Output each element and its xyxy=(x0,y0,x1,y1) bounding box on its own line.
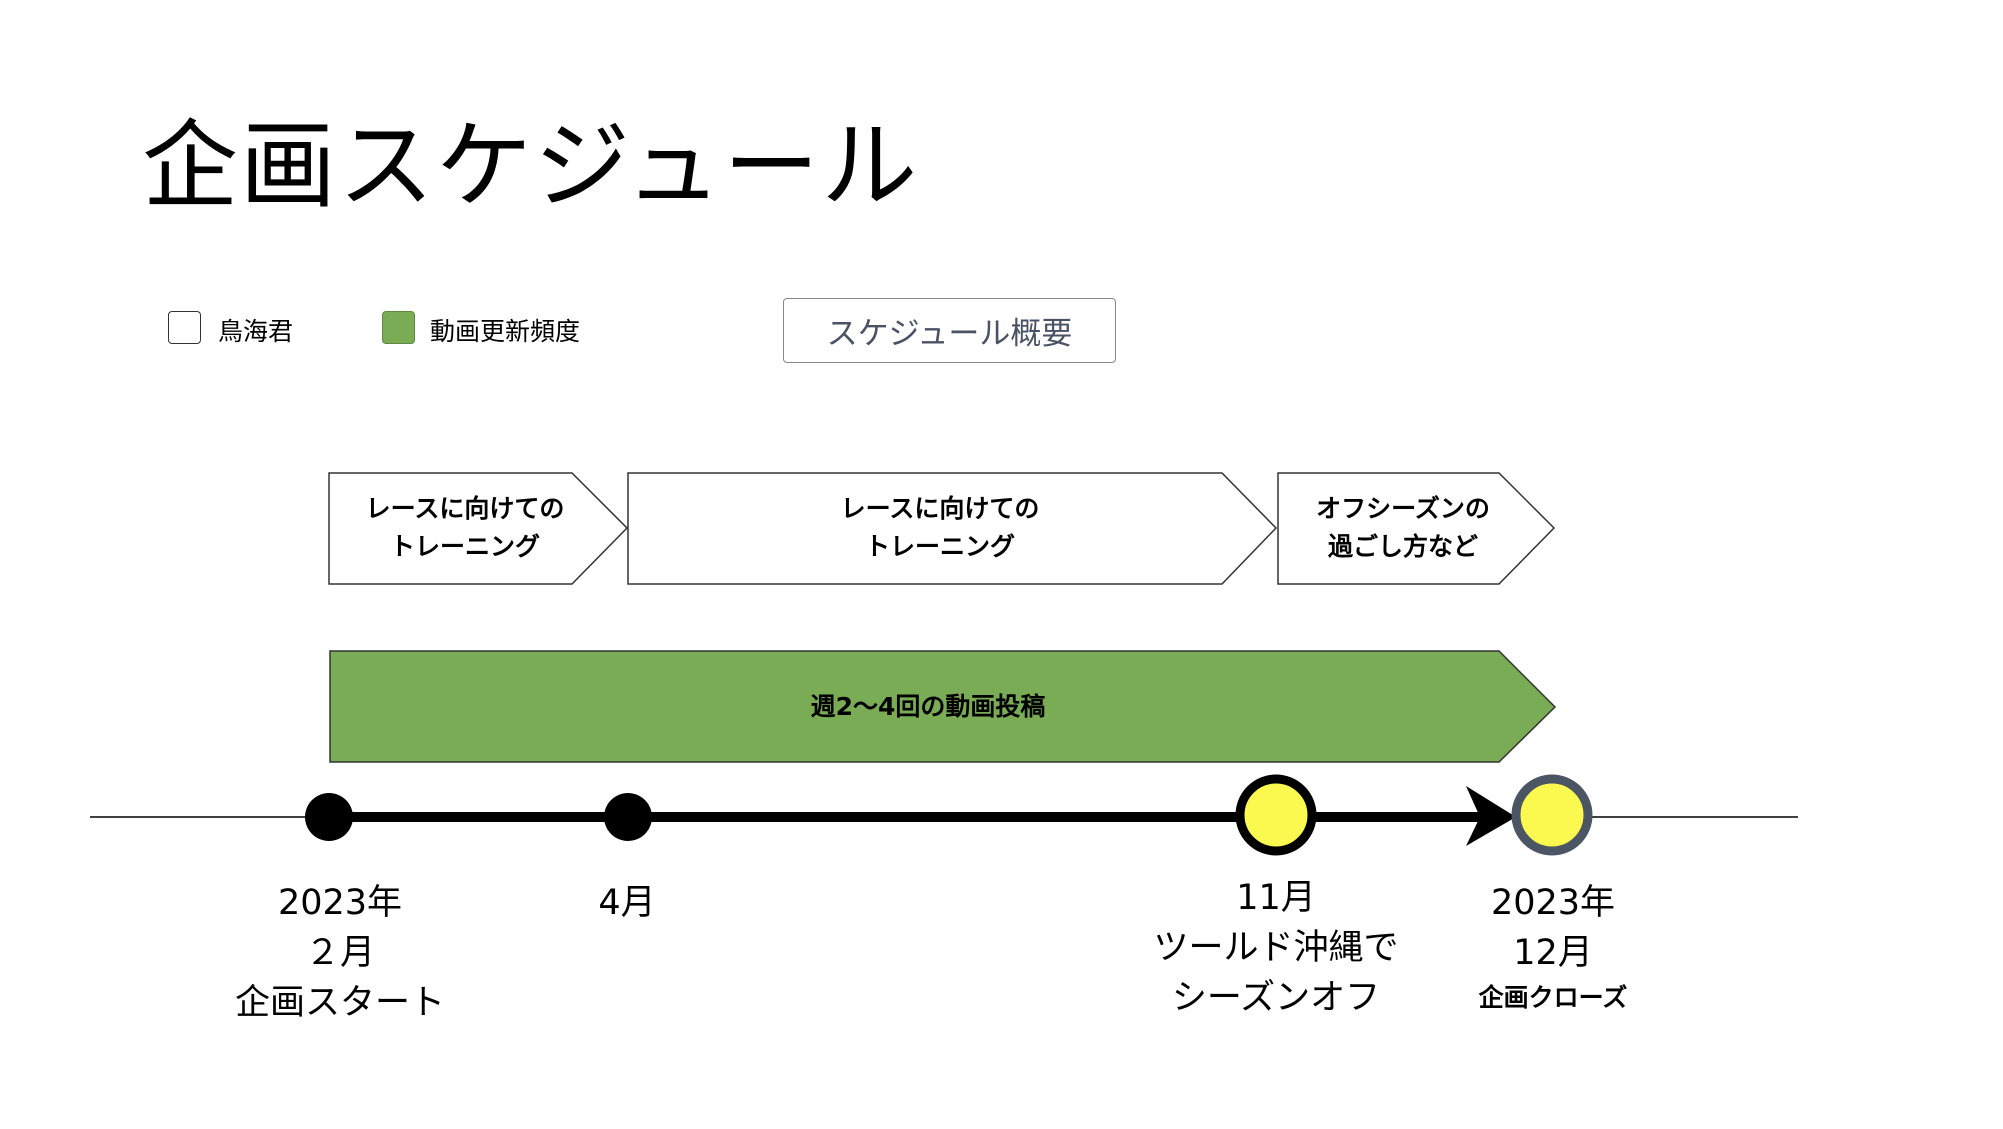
milestone-label-apr: 4月 xyxy=(598,878,655,928)
phase-label-3: オフシーズンの 過ごし方など xyxy=(1316,490,1490,566)
phase-1-line1: レースに向けての xyxy=(365,494,565,523)
milestone-label-dec: 2023年 12月 企画クローズ xyxy=(1479,878,1628,1018)
milestone-nov-month: 11月 xyxy=(1236,878,1316,918)
phase-chevron-3 xyxy=(1277,472,1556,585)
legend-swatch-chokai xyxy=(168,311,201,344)
milestone-feb-month: ２月 xyxy=(304,933,376,973)
timeline-arrowhead xyxy=(1466,786,1516,846)
phase-chevron-1 xyxy=(328,472,629,585)
phase-2-line1: レースに向けての xyxy=(840,494,1040,523)
phase-chevron-2 xyxy=(627,472,1278,585)
phase-3-line1: オフシーズンの xyxy=(1316,494,1490,523)
milestone-dot-apr xyxy=(604,793,652,841)
milestone-feb-year: 2023年 xyxy=(277,883,403,923)
frequency-label: 週2〜4回の動画投稿 xyxy=(810,692,1046,721)
phase-2-line2: トレーニング xyxy=(864,532,1016,561)
milestone-dot-dec xyxy=(1511,774,1593,856)
legend-label-chokai: 鳥海君 xyxy=(218,317,294,346)
milestone-nov-desc1: ツールド沖縄で xyxy=(1153,928,1399,968)
milestone-dot-nov xyxy=(1235,774,1317,856)
milestone-apr-month: 4月 xyxy=(598,883,656,923)
milestone-dec-month: 12月 xyxy=(1513,933,1593,973)
milestone-dec-year: 2023年 xyxy=(1490,883,1616,923)
phase-label-2: レースに向けての トレーニング xyxy=(841,490,1040,566)
milestone-feb-desc: 企画スタート xyxy=(234,983,446,1023)
schedule-summary-button[interactable]: スケジュール概要 xyxy=(783,298,1116,363)
phase-label-1: レースに向けての トレーニング xyxy=(366,490,565,566)
milestone-label-nov: 11月 ツールド沖縄で シーズンオフ xyxy=(1153,873,1398,1023)
milestone-nov-desc2: シーズンオフ xyxy=(1171,978,1381,1018)
milestone-dot-feb xyxy=(305,793,353,841)
phase-3-line2: 過ごし方など xyxy=(1327,532,1479,561)
legend-label-frequency: 動画更新頻度 xyxy=(430,317,581,346)
page-title: 企画スケジュール xyxy=(142,110,920,222)
frequency-arrow xyxy=(329,650,1557,763)
milestone-dec-desc: 企画クローズ xyxy=(1478,983,1628,1012)
phase-1-line2: トレーニング xyxy=(389,532,541,561)
legend-swatch-frequency xyxy=(382,311,415,344)
milestone-label-feb: 2023年 ２月 企画スタート xyxy=(235,878,445,1028)
